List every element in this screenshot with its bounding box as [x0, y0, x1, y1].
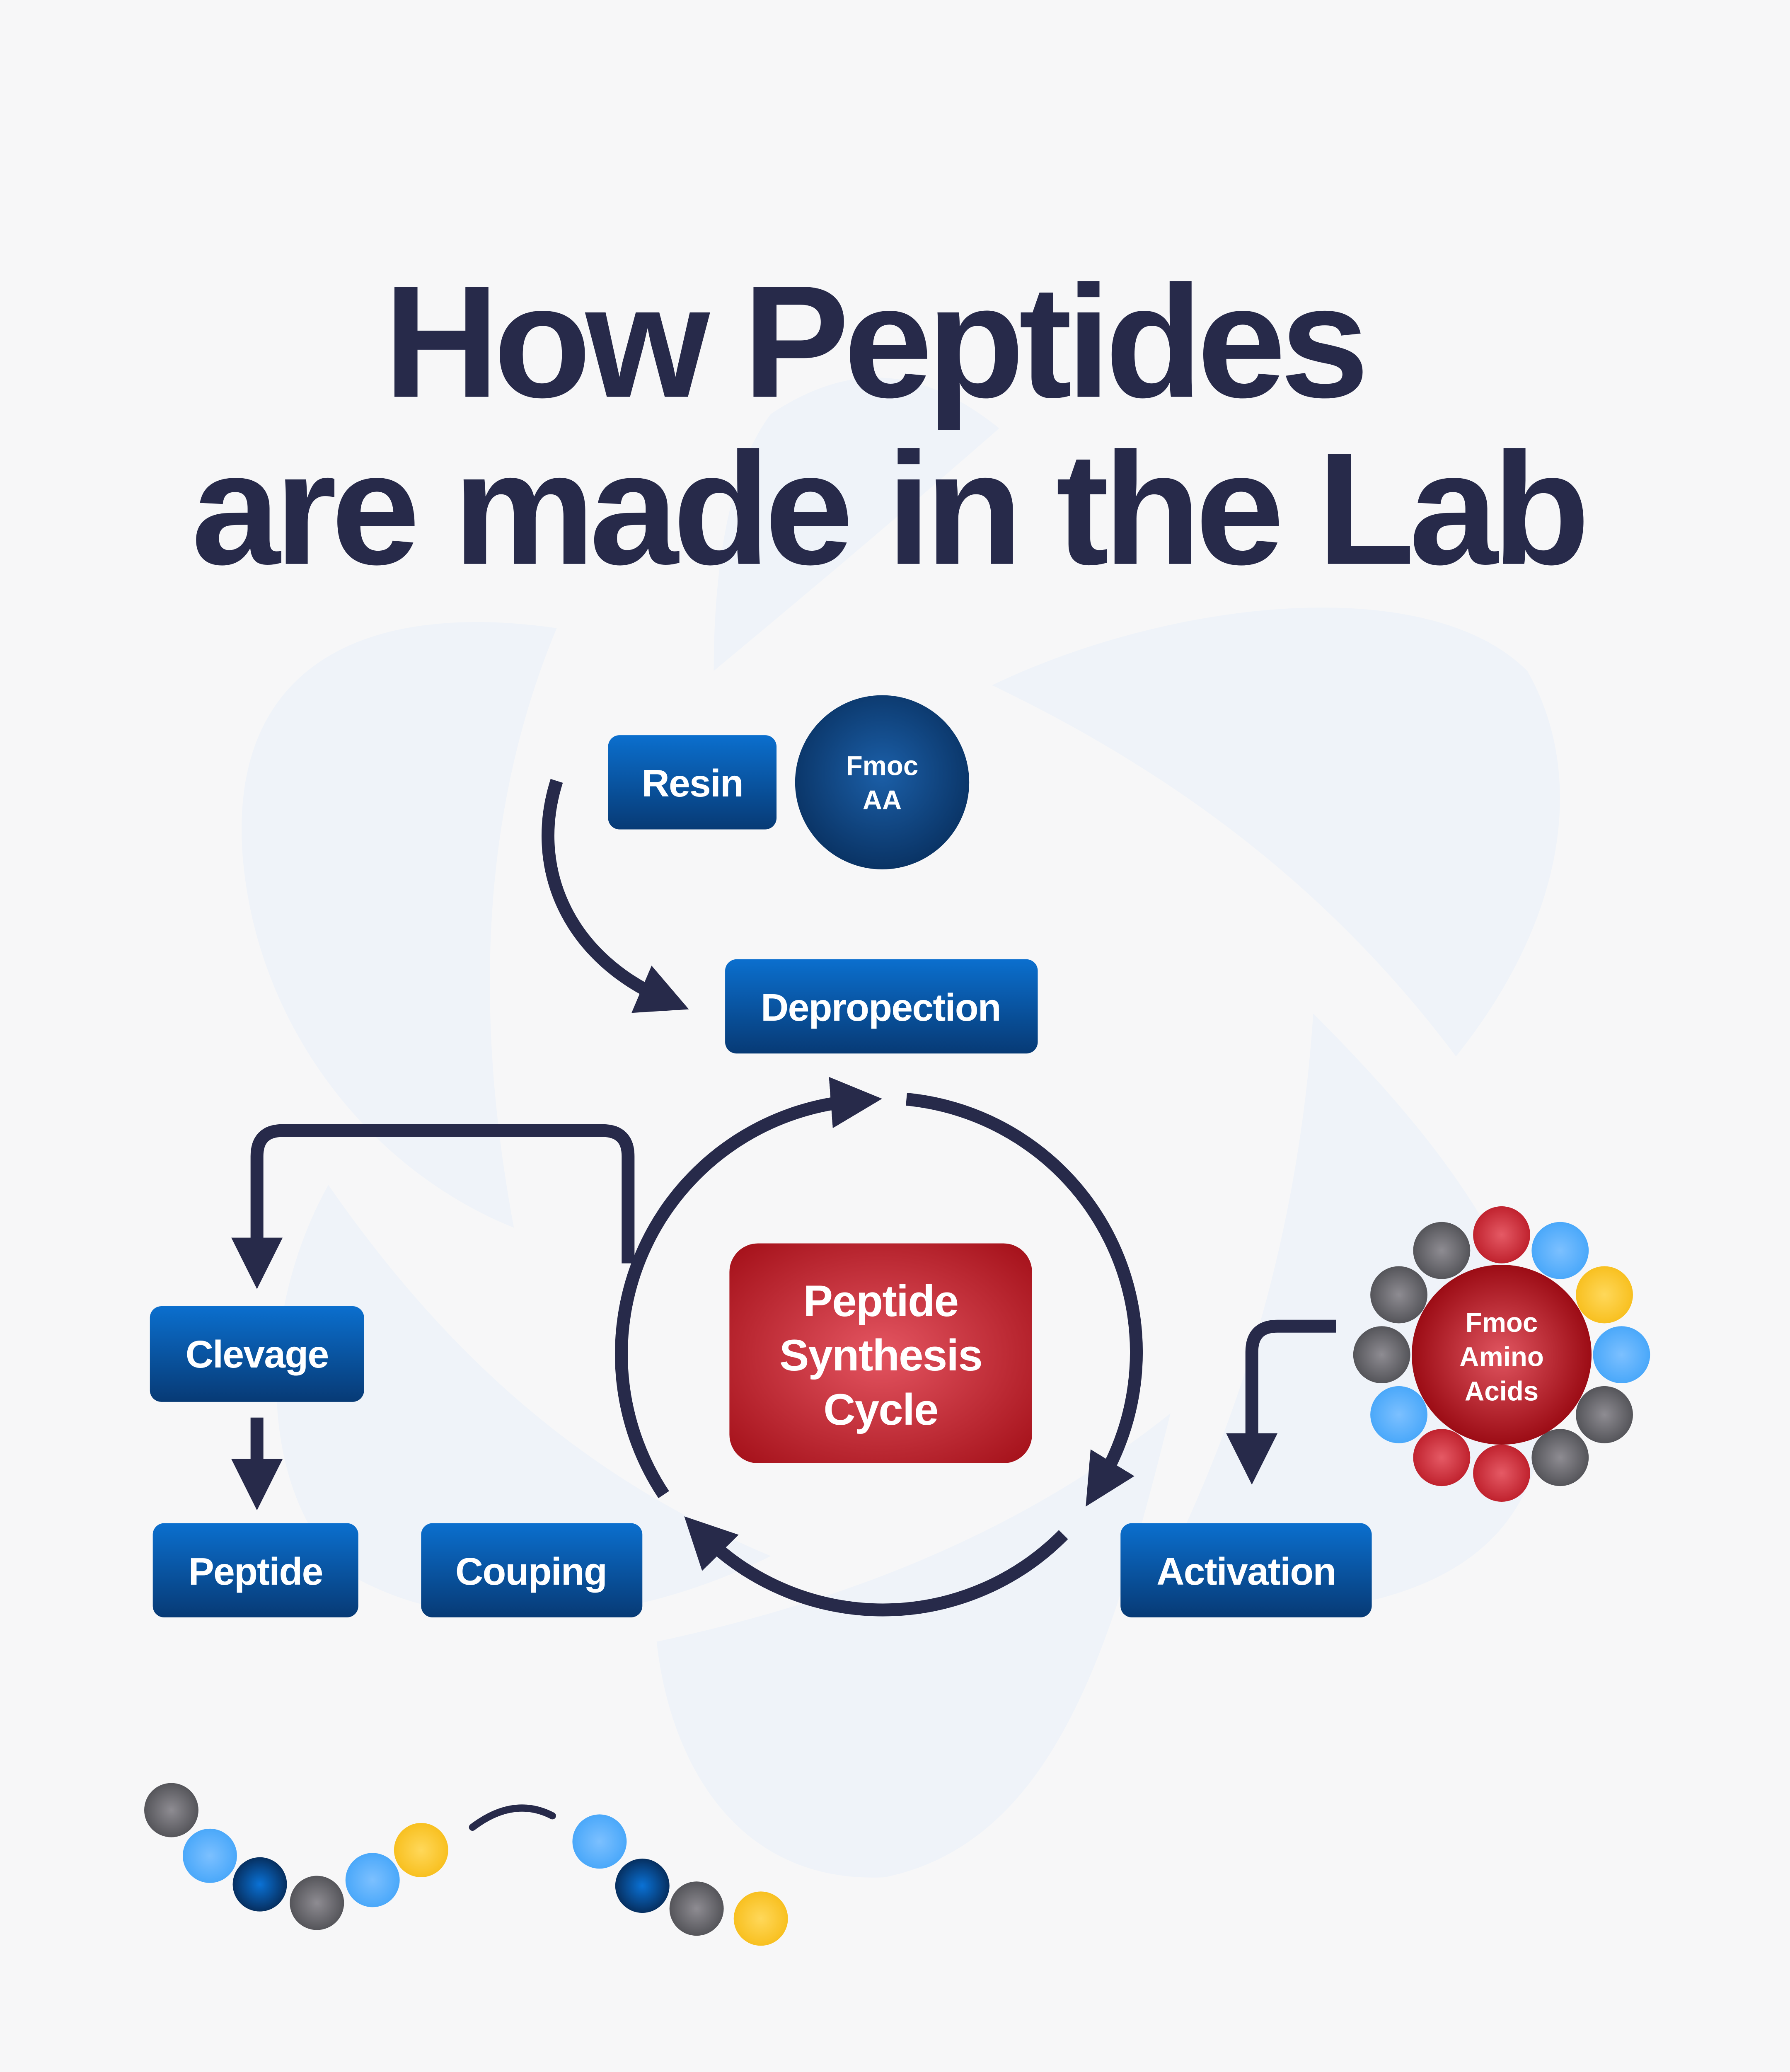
- deprotection-label: Depropection: [761, 986, 1001, 1029]
- resin-label: Resin: [642, 762, 743, 805]
- cycle-to-cleavage-arrow: [231, 1124, 635, 1289]
- chain-ball: [345, 1853, 400, 1907]
- chain-ball: [144, 1783, 198, 1837]
- amino-ball: [1576, 1266, 1633, 1324]
- chain-ball: [733, 1891, 788, 1946]
- peptide-label: Peptide: [189, 1550, 323, 1593]
- resin-box: Resin: [608, 735, 777, 830]
- amino-ball: [1473, 1206, 1530, 1264]
- amino-ball: [1576, 1386, 1633, 1443]
- coupling-box: Couping: [421, 1523, 643, 1617]
- fmoc-amino-acids-cluster: Fmoc Amino Acids: [1353, 1206, 1650, 1502]
- fmoc-aa-label-2: AA: [863, 785, 902, 815]
- fmoc-amino-acids-label-2: Amino: [1459, 1342, 1544, 1372]
- fmoc-aa-label-1: Fmoc: [846, 751, 919, 781]
- chain-ball: [615, 1859, 670, 1913]
- cycle-arrow-bottom: [684, 1516, 1068, 1617]
- peptide-box: Peptide: [152, 1523, 358, 1617]
- amino-ball: [1370, 1386, 1427, 1443]
- amino-acids-to-activation-arrow: [1226, 1319, 1336, 1485]
- cleavage-label: Clevage: [186, 1333, 329, 1376]
- peptide-chain-illustration: [144, 1783, 788, 1946]
- amino-ball: [1473, 1445, 1530, 1502]
- chain-ball: [183, 1828, 237, 1883]
- fmoc-aa-circle: Fmoc AA: [795, 695, 970, 869]
- amino-ball: [1353, 1326, 1410, 1384]
- cycle-label-1: Peptide: [803, 1276, 958, 1326]
- cycle-label-2: Synthesis: [779, 1330, 982, 1380]
- amino-ball: [1413, 1222, 1471, 1279]
- chain-ball: [290, 1876, 344, 1930]
- amino-ball: [1531, 1222, 1589, 1279]
- amino-ball: [1413, 1429, 1471, 1486]
- title-line-1: How Peptides: [384, 252, 1363, 432]
- chain-ball: [669, 1881, 724, 1936]
- amino-ball: [1593, 1326, 1650, 1384]
- deprotection-box: Depropection: [725, 959, 1038, 1054]
- fmoc-amino-acids-circle: [1412, 1265, 1592, 1445]
- resin-to-deprotection-arrow: [542, 779, 689, 1013]
- chain-ball: [394, 1823, 448, 1877]
- fmoc-amino-acids-label-1: Fmoc: [1466, 1307, 1538, 1338]
- peptide-synthesis-cycle-box: Peptide Synthesis Cycle: [729, 1243, 1032, 1463]
- fmoc-amino-acids-label-3: Acids: [1465, 1376, 1538, 1406]
- cycle-label-3: Cycle: [823, 1385, 938, 1434]
- title-line-2: are made in the Lab: [191, 419, 1585, 598]
- activation-box: Activation: [1120, 1523, 1372, 1617]
- chain-ball: [572, 1814, 627, 1869]
- chain-ball: [232, 1857, 287, 1912]
- cycle-arrow-left: [615, 1077, 882, 1498]
- amino-ball: [1531, 1429, 1589, 1486]
- amino-ball: [1370, 1266, 1427, 1324]
- cycle-arrow-right: [906, 1093, 1143, 1507]
- cleavage-box: Clevage: [150, 1306, 364, 1402]
- chain-bond-arc: [469, 1804, 556, 1831]
- activation-label: Activation: [1156, 1550, 1335, 1593]
- coupling-label: Couping: [455, 1550, 607, 1593]
